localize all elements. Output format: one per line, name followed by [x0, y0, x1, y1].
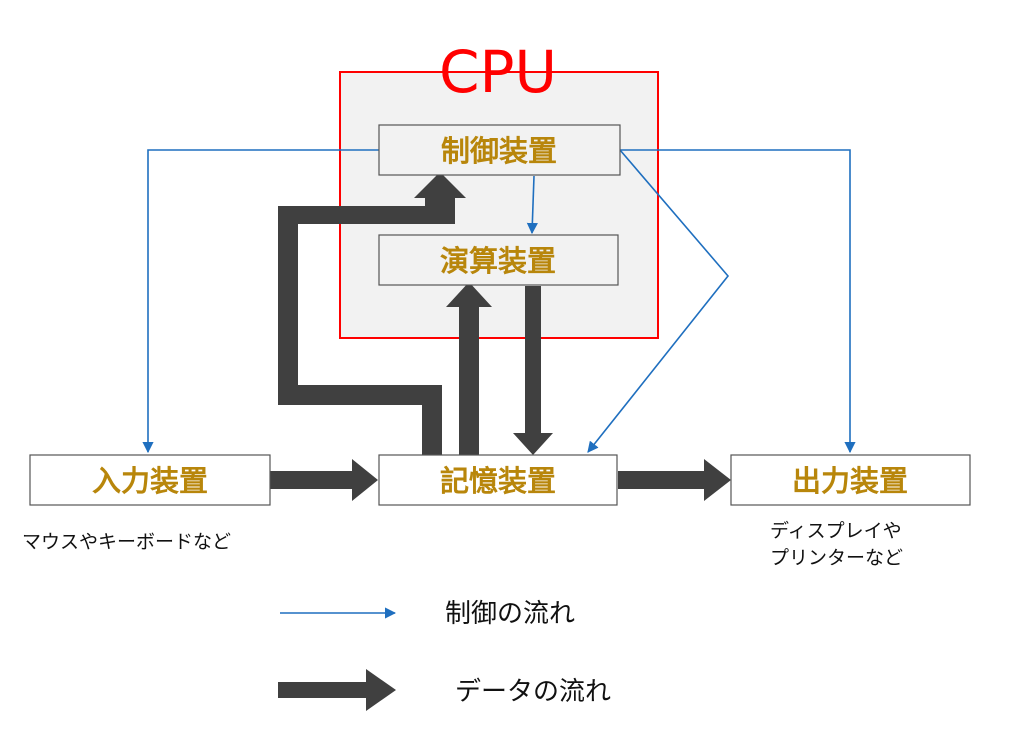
control-unit-box: 制御装置 [378, 124, 621, 176]
cpu-title: CPU [439, 38, 557, 106]
cpu-frame [339, 71, 659, 339]
arithmetic-unit-label: 演算装置 [440, 244, 556, 278]
input-device-box: 入力装置 [29, 454, 271, 506]
cpu-container: CPU [339, 38, 659, 339]
memory-to-output-data-arrow [618, 459, 731, 501]
memory-device-box: 記憶装置 [378, 454, 618, 506]
output-examples-note-line1: ディスプレイや [770, 520, 902, 542]
input-device-label: 入力装置 [92, 464, 208, 498]
arithmetic-to-memory-data-arrow [513, 286, 553, 455]
legend-data-flow-label: データの流れ [455, 677, 611, 707]
control-to-output-arrow [620, 149, 856, 454]
legend: 制御の流れ データの流れ [278, 599, 611, 711]
memory-to-arithmetic-data-arrow [446, 282, 492, 455]
legend-data-flow-arrow [278, 669, 396, 711]
memory-device-label: 記憶装置 [440, 464, 556, 498]
legend-control-flow-label: 制御の流れ [445, 599, 575, 629]
control-to-input-arrow [142, 149, 379, 454]
input-to-memory-data-arrow [270, 459, 378, 501]
control-to-arithmetic-arrow [526, 175, 538, 235]
output-examples-note-line2: プリンターなど [770, 547, 903, 569]
control-unit-label: 制御装置 [441, 134, 557, 168]
control-flow-arrows [142, 149, 856, 454]
output-device-label: 出力装置 [792, 464, 908, 498]
data-flow-arrows [270, 172, 731, 501]
output-device-box: 出力装置 [730, 454, 971, 506]
arithmetic-unit-box: 演算装置 [378, 234, 619, 286]
memory-to-control-data-arrow [278, 172, 466, 455]
control-to-memory-arrow [587, 149, 730, 453]
input-examples-note: マウスやキーボードなど [22, 531, 231, 553]
